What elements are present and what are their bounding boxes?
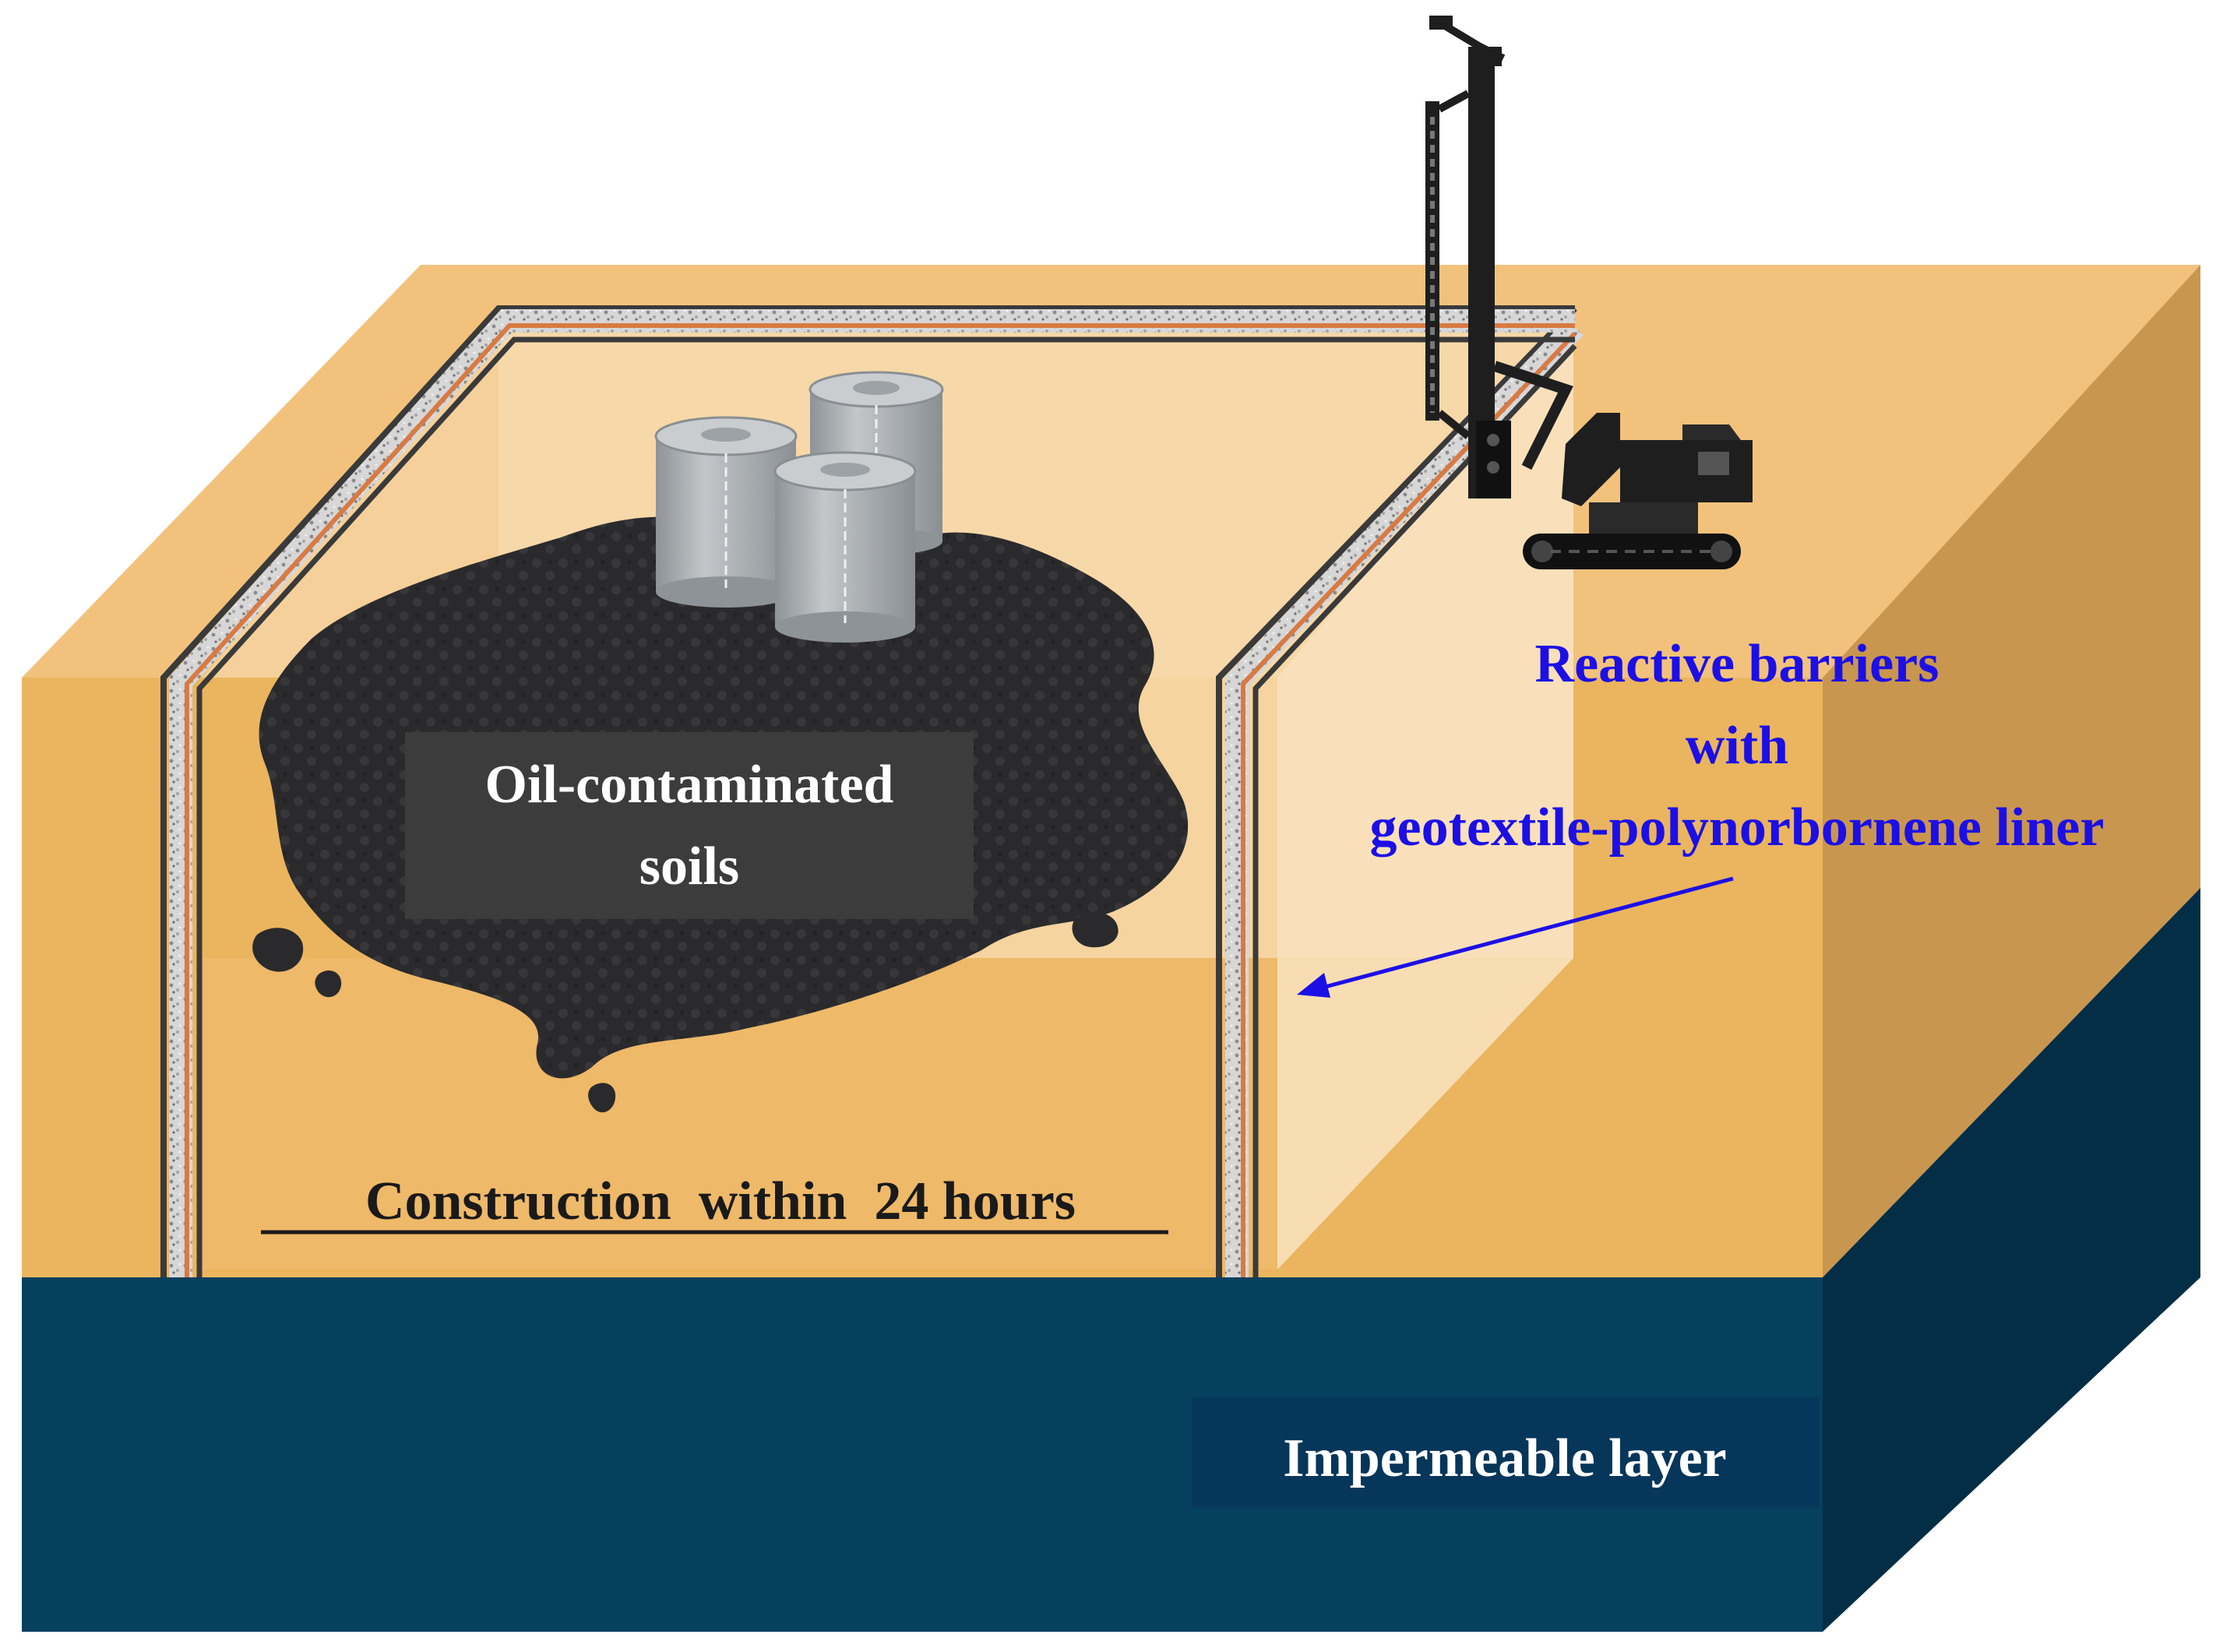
oil-label-line1: Oil-contaminated (485, 755, 894, 815)
oil-label-line2: soils (639, 837, 739, 896)
oil-blob-left-2 (315, 970, 342, 998)
oil-blob-bottom (588, 1083, 616, 1113)
barrier-label-line1: Reactive barriers (1535, 634, 1939, 694)
impermeable-label: Impermeable layer (1192, 1398, 1819, 1507)
construction-label-text: Construction within 24 hours (365, 1171, 1076, 1231)
drill-mast (1425, 16, 1573, 498)
construction-label: Construction within 24 hours (261, 1171, 1168, 1235)
impermeable-side-face (1823, 888, 2200, 1632)
barrier-label-line2: with (1686, 716, 1788, 776)
impermeable-label-text: Impermeable layer (1283, 1428, 1727, 1488)
oil-label: Oil-contaminated soils (405, 732, 974, 919)
soil-side-face (1823, 265, 2200, 1277)
oil-blob-right (1072, 912, 1119, 948)
tank-left (654, 416, 798, 608)
storage-tanks (654, 371, 944, 643)
drilling-rig (1425, 16, 1753, 569)
barrier-label-line3: geotextile-polynorbornene liner (1370, 798, 2105, 858)
excavator (1523, 413, 1753, 569)
barrier-label: Reactive barriers with geotextile-polyno… (1370, 634, 2105, 858)
tank-front (773, 451, 917, 643)
interior-right-wall (1277, 327, 1573, 1270)
oil-blob-left-1 (252, 928, 304, 972)
barrier-arrow (1297, 876, 1734, 998)
oil-label-box (405, 732, 974, 919)
interior-left-floor-shade (203, 958, 1277, 1270)
impermeable-label-box (1192, 1398, 1819, 1507)
